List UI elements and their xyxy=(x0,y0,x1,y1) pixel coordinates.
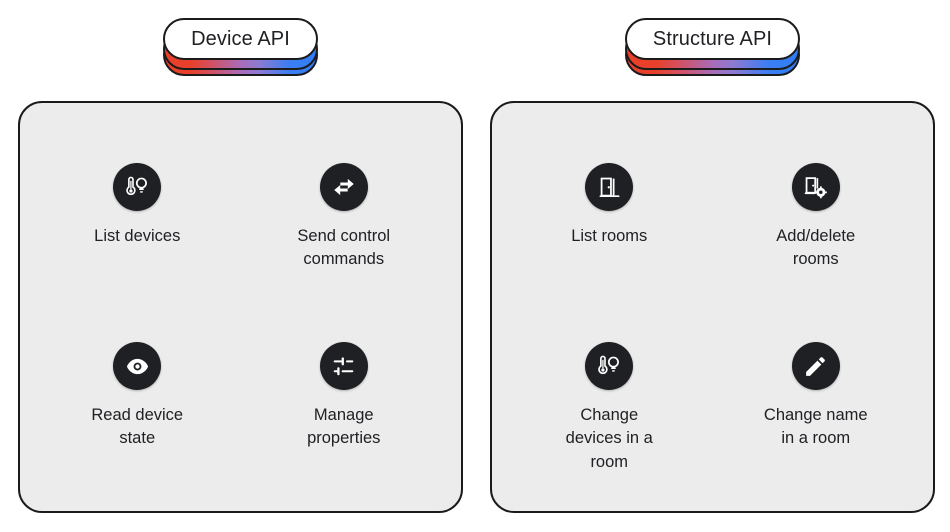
structure-api-header: Structure API xyxy=(490,18,935,80)
thermostat-bulb-icon xyxy=(585,342,634,390)
capability-card-change-devices-in-a-room[interactable]: Change devices in a room xyxy=(506,312,713,497)
capability-label: Manage properties xyxy=(307,406,381,448)
capability-card-send-control-commands[interactable]: Send control commands xyxy=(241,127,448,312)
capability-label: Add/delete rooms xyxy=(776,227,856,269)
structure-api-panel: List rooms xyxy=(490,101,935,513)
capability-card-list-devices[interactable]: List devices xyxy=(34,127,241,312)
device-api-pill[interactable]: Device API xyxy=(163,18,318,60)
door-icon xyxy=(585,163,634,211)
device-api-pill-stack: Device API xyxy=(163,18,318,80)
door-gear-icon xyxy=(791,163,840,211)
capability-card-manage-properties[interactable]: Manage properties xyxy=(241,312,448,497)
structure-api-pill-stack: Structure API xyxy=(624,18,801,80)
device-api-title: Device API xyxy=(191,27,290,50)
swap-horizontal-arrows-icon xyxy=(319,163,368,211)
eye-icon xyxy=(113,342,162,390)
pencil-edit-icon xyxy=(791,342,840,390)
capability-card-read-device-state[interactable]: Read device state xyxy=(34,312,241,497)
device-api-panel: List devices Send control commands xyxy=(18,101,463,513)
thermostat-bulb-icon xyxy=(113,163,162,211)
capability-card-change-name-in-a-room[interactable]: Change name in a room xyxy=(713,312,920,497)
tune-sliders-icon xyxy=(319,342,368,390)
structure-api-title: Structure API xyxy=(652,27,773,50)
capability-label: Change devices in a room xyxy=(565,406,653,471)
device-api-header: Device API xyxy=(18,18,463,80)
capability-card-add-delete-rooms[interactable]: Add/delete rooms xyxy=(713,127,920,312)
column-structure-api: Structure API List rooms xyxy=(490,0,935,532)
capability-label: Send control commands xyxy=(297,227,391,269)
structure-api-pill[interactable]: Structure API xyxy=(624,18,801,60)
capability-label: List rooms xyxy=(571,227,648,245)
capability-label: Read device state xyxy=(91,406,184,448)
capability-card-list-rooms[interactable]: List rooms xyxy=(506,127,713,312)
capability-label: Change name in a room xyxy=(763,406,868,448)
column-device-api: Device API List devices xyxy=(18,0,463,532)
capability-label: List devices xyxy=(94,227,181,245)
